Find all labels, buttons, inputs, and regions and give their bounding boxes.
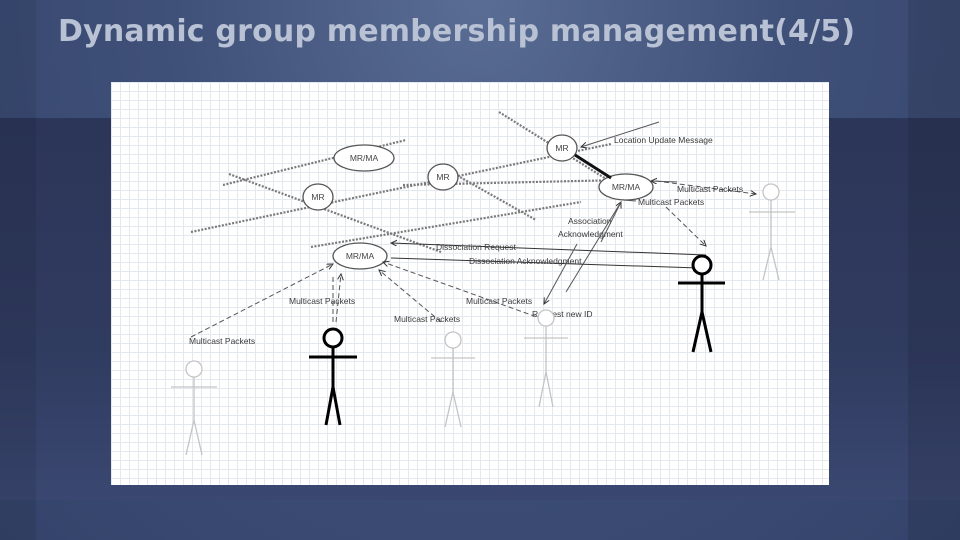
network-links (190, 111, 622, 254)
network-diagram: MR/MA MR MR MR MR/MA MR/MA Location Upda… (171, 111, 795, 456)
svg-text:MR/MA: MR/MA (346, 251, 375, 261)
right-edge-shade (908, 0, 960, 540)
dissociation-ack-arrow (390, 257, 699, 268)
node-mr-left: MR (302, 183, 334, 211)
location-update-label: Location Update Message (614, 135, 713, 145)
multicast-label-a: Multicast Packets (189, 336, 255, 346)
multicast-label-b: Multicast Packets (289, 296, 355, 306)
node-mr-top-right: MR (546, 134, 578, 162)
slide-title: Dynamic group membership management(4/5) (58, 14, 856, 49)
multicast-arrows-lower (190, 262, 552, 338)
multicast-label-d: Multicast Packets (466, 296, 532, 306)
user-faded-left (171, 360, 217, 456)
svg-text:MR: MR (555, 143, 568, 153)
dissociation-ack-label: Dissociation Acknowledgment (469, 256, 582, 266)
multicast-right-label-1: Multicast Packets (677, 184, 743, 194)
user-bold-center (309, 327, 357, 426)
bold-link (574, 153, 612, 180)
node-mrma-top-left: MR/MA (333, 144, 395, 172)
node-mr-center: MR (427, 163, 459, 191)
multicast-user-arrow (665, 206, 706, 246)
svg-text:MR: MR (436, 172, 449, 182)
svg-text:MR/MA: MR/MA (612, 182, 641, 192)
user-faded-right (749, 183, 795, 281)
user-bold-right (678, 254, 725, 353)
association-arrow (600, 202, 621, 243)
request-new-id-arrow (544, 243, 578, 304)
association-label-2: Acknowledgment (558, 229, 623, 239)
request-new-id-label: Request new ID (532, 309, 592, 319)
location-update-arrow (581, 121, 660, 147)
svg-text:MR: MR (311, 192, 324, 202)
user-faded-mid (524, 309, 568, 408)
association-label-1: Association (568, 216, 612, 226)
dissociation-request-label: Dissociation Request (436, 242, 516, 252)
left-edge-shade (0, 0, 36, 540)
diagram-figure: MR/MA MR MR MR MR/MA MR/MA Location Upda… (111, 82, 829, 485)
multicast-right-label-2: Multicast Packets (638, 197, 704, 207)
dissociation-request-arrow (391, 243, 707, 256)
svg-text:MR/MA: MR/MA (350, 153, 379, 163)
multicast-label-c: Multicast Packets (394, 314, 460, 324)
multicast-right-arrow (655, 180, 756, 194)
node-mrma-lower: MR/MA (332, 242, 388, 270)
user-faded-center (431, 331, 475, 428)
